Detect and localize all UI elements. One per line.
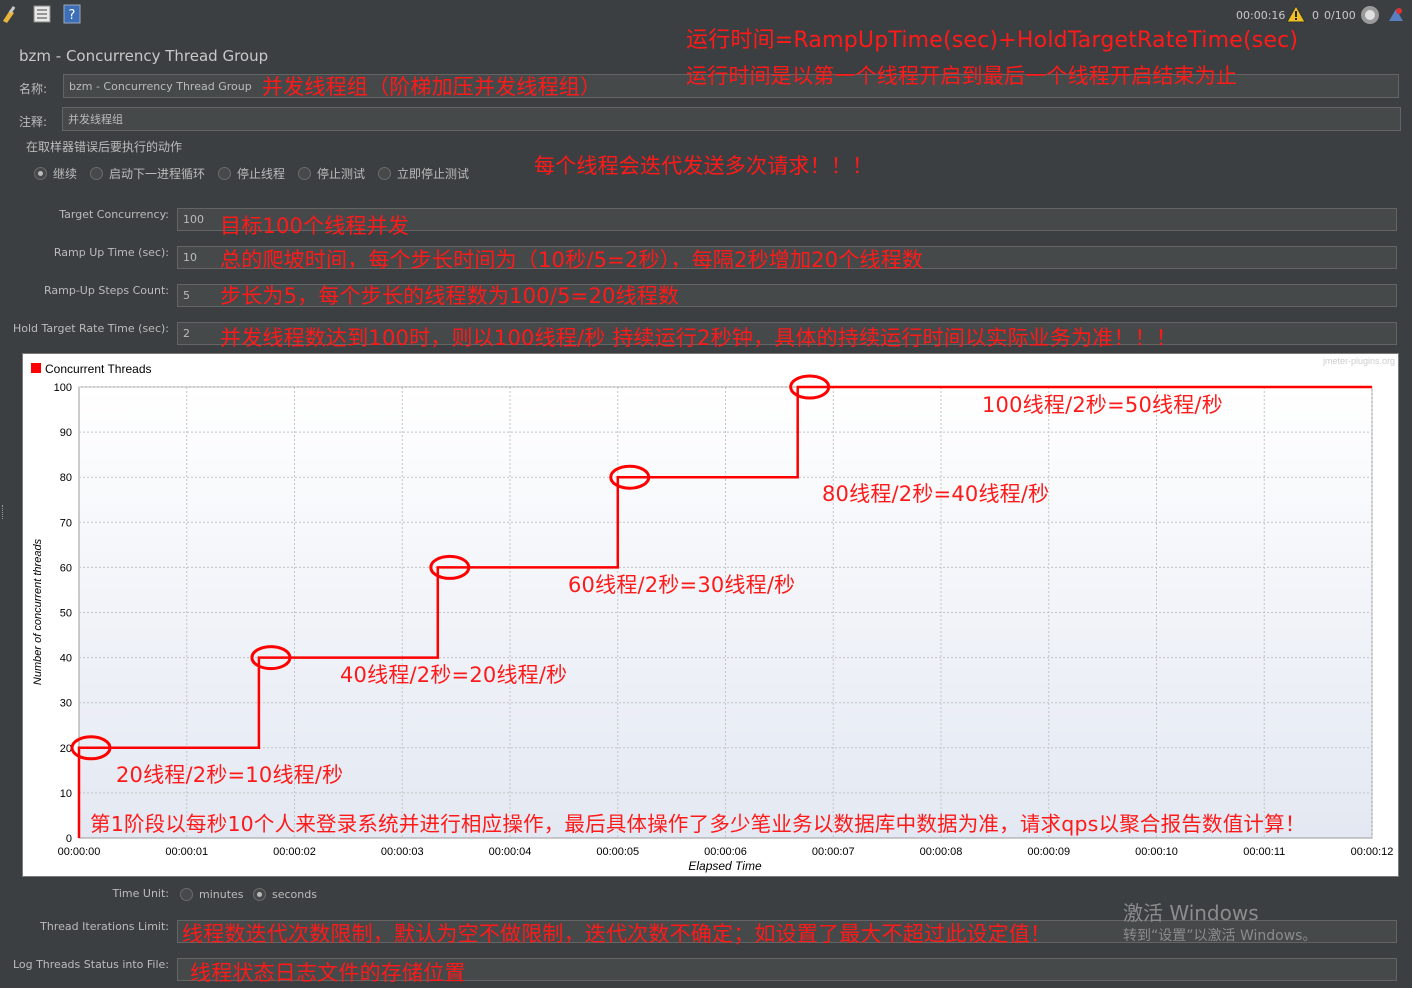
note-name: 并发线程组（阶梯加压并发线程组）: [262, 75, 602, 99]
radio-dot[interactable]: [90, 167, 103, 180]
note-phase: 第1阶段以每秒10个人来登录系统并进行相应操作，最后具体操作了多少笔业务以数据库…: [90, 812, 1306, 836]
hold-time-label: Hold Target Rate Time (sec):: [12, 322, 169, 335]
x-tick-label: 00:00:11: [1243, 846, 1285, 858]
radio-stop-thread[interactable]: 停止线程: [218, 165, 285, 182]
radio-dot[interactable]: [298, 167, 311, 180]
x-tick-label: 00:00:01: [165, 846, 208, 858]
series-line: [77, 385, 1372, 838]
y-tick-label: 70: [60, 517, 72, 529]
y-tick-label: 100: [54, 382, 72, 394]
iterations-input[interactable]: [177, 920, 1397, 943]
x-tick-label: 00:00:09: [1027, 846, 1070, 858]
name-label: 名称:: [19, 82, 48, 96]
note-target: 目标100个线程并发: [220, 214, 410, 238]
ramp-up-time-input[interactable]: 10: [177, 246, 1397, 269]
radio-dot[interactable]: [253, 888, 266, 901]
x-axis-label: Elapsed Time: [688, 859, 762, 873]
note-step3: 60线程/2秒=30线程/秒: [568, 573, 796, 597]
x-tick-label: 00:00:08: [920, 846, 963, 858]
radio-minutes[interactable]: minutes: [180, 888, 244, 901]
step-highlight-circle: [429, 554, 471, 580]
active-threads: 0/100: [1324, 9, 1356, 22]
note-step5: 100线程/2秒=50线程/秒: [982, 393, 1223, 417]
log-file-input[interactable]: [177, 958, 1397, 981]
step-highlight-circle: [609, 464, 651, 490]
y-tick-label: 90: [60, 427, 72, 439]
page-title: bzm - Concurrency Thread Group: [19, 47, 269, 65]
y-axis-label: Number of concurrent threads: [32, 538, 44, 685]
help-icon[interactable]: ?: [62, 4, 82, 24]
comment-label: 注释:: [19, 115, 48, 129]
note-ramp: 总的爬坡时间，每个步长时间为（10秒/5=2秒），每隔2秒增加20个线程数: [220, 248, 924, 272]
x-tick-label: 00:00:02: [273, 846, 316, 858]
radio-dot[interactable]: [34, 167, 47, 180]
x-tick-label: 00:00:03: [381, 846, 424, 858]
x-tick-label: 00:00:05: [596, 846, 639, 858]
activation-watermark-title: 激活 Windows: [1123, 901, 1259, 925]
radio-continue[interactable]: 继续: [34, 165, 77, 182]
note-steps: 步长为5，每个步长的线程数为100/5=20线程数: [220, 284, 680, 308]
radio-stop-test[interactable]: 停止测试: [298, 165, 365, 182]
x-tick-label: 00:00:00: [58, 846, 101, 858]
y-tick-label: 10: [60, 788, 72, 800]
legend-label: Concurrent Threads: [45, 362, 152, 376]
warning-count: 0: [1312, 9, 1319, 22]
y-tick-label: 30: [60, 698, 72, 710]
step-highlight-circle: [70, 735, 112, 761]
ramp-up-steps-label: Ramp-Up Steps Count:: [44, 284, 169, 297]
note-step1: 20线程/2秒=10线程/秒: [116, 763, 344, 787]
note-step2: 40线程/2秒=20线程/秒: [340, 663, 568, 687]
target-concurrency-input[interactable]: 100: [177, 208, 1397, 231]
time-unit-label: Time Unit:: [112, 887, 169, 900]
note-iterate: 每个线程会迭代发送多次请求！！！: [534, 154, 874, 178]
splitter-handle[interactable]: [2, 505, 6, 519]
radio-dot[interactable]: [218, 167, 231, 180]
y-tick-label: 80: [60, 472, 72, 484]
note-runtime-formula: 运行时间=RampUpTime(sec)+HoldTargetRateTime(…: [686, 28, 1299, 53]
y-tick-label: 20: [60, 743, 72, 755]
x-tick-label: 00:00:10: [1135, 846, 1178, 858]
y-tick-label: 50: [60, 608, 72, 620]
chart-svg: 0 10 20 30 40 50 60 70 80 90 100 00:00:00 00:00:01 00…: [31, 356, 1395, 873]
name-input[interactable]: bzm - Concurrency Thread Group: [63, 74, 1399, 98]
hold-time-input[interactable]: 2: [177, 322, 1397, 345]
radio-start-next-loop[interactable]: 启动下一进程循环: [90, 165, 205, 182]
y-tick-label: 60: [60, 562, 72, 574]
ramp-up-time-label: Ramp Up Time (sec):: [53, 246, 169, 259]
function-helper-icon[interactable]: [32, 4, 52, 24]
chart-credit: jmeter-plugins.org: [1322, 356, 1395, 366]
ramp-up-steps-input[interactable]: 5: [177, 284, 1397, 307]
radio-stop-test-now[interactable]: 立即停止测试: [378, 165, 469, 182]
log-file-label: Log Threads Status into File:: [12, 958, 169, 971]
concurrency-chart: 0 10 20 30 40 50 60 70 80 90 100 00:00:00 00:00:01 00…: [22, 353, 1399, 877]
radio-dot[interactable]: [180, 888, 193, 901]
svg-text:?: ?: [69, 8, 76, 23]
note-log: 线程状态日志文件的存储位置: [190, 961, 466, 985]
note-step4: 80线程/2秒=40线程/秒: [822, 482, 1050, 506]
error-action-label: 在取样器错误后要执行的动作: [26, 140, 183, 154]
target-concurrency-label: Target Concurrency:: [59, 208, 169, 221]
x-tick-label: 00:00:12: [1351, 846, 1394, 858]
x-tick-label: 00:00:04: [489, 846, 532, 858]
y-tick-label: 40: [60, 653, 72, 665]
iterations-label: Thread Iterations Limit:: [40, 920, 169, 933]
radio-dot[interactable]: [378, 167, 391, 180]
comment-input[interactable]: 并发线程组: [62, 107, 1401, 131]
broom-clear-icon[interactable]: [0, 4, 20, 24]
note-hold: 并发线程数达到100时，则以100线程/秒 持续运行2秒钟，具体的持续运行时间以…: [220, 326, 1178, 350]
elapsed-timer: 00:00:16: [1236, 9, 1286, 22]
remote-icon[interactable]: [1386, 5, 1406, 28]
note-runtime-desc: 运行时间是以第一个线程开启到最后一个线程开启结束为止: [686, 64, 1238, 88]
run-status-icon: [1360, 5, 1380, 28]
x-tick-label: 00:00:06: [704, 846, 747, 858]
note-iterations: 线程数迭代次数限制，默认为空不做限制，迭代次数不确定；如设置了最大不超过此设定值…: [182, 922, 1052, 946]
warning-icon[interactable]: [1286, 4, 1306, 26]
radio-seconds[interactable]: seconds: [253, 888, 317, 901]
legend-swatch: [31, 363, 41, 373]
activation-watermark-hint: 转到“设置”以激活 Windows。: [1123, 928, 1317, 944]
step-highlight-circle: [250, 645, 292, 671]
y-tick-label: 0: [66, 833, 72, 845]
step-highlight-circle: [789, 374, 831, 400]
x-tick-label: 00:00:07: [812, 846, 855, 858]
